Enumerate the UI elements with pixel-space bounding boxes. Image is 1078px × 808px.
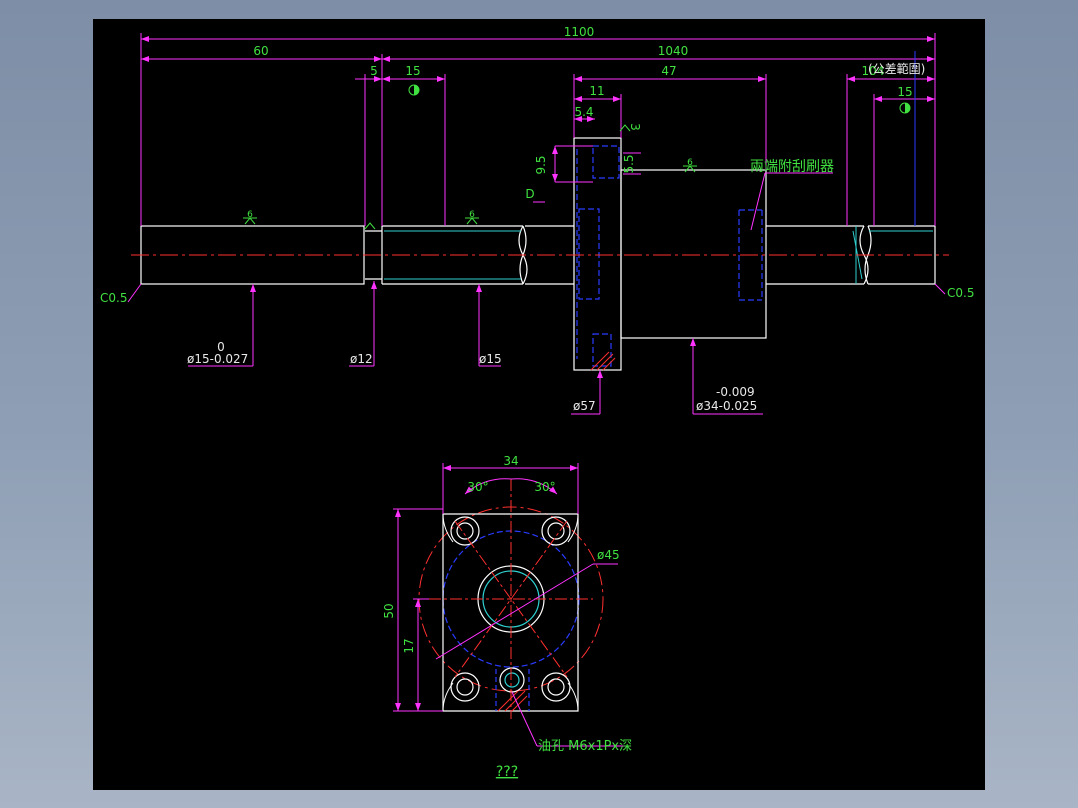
flange-section-view: [418, 479, 604, 719]
angle-left: 30°: [467, 480, 488, 494]
roughness-symbols: [243, 124, 697, 230]
oil-hole-label: 油孔 M6x1Px深: [538, 739, 632, 754]
chamfer-left: C0.5: [100, 291, 127, 305]
dim-15: 15: [405, 64, 420, 78]
shaft-cyan-edges: [384, 226, 933, 284]
half-circle-icons: [408, 84, 911, 114]
dim-104: 104: [862, 64, 885, 78]
wiper-label: 兩端附刮刷器: [750, 159, 834, 175]
dim-1100: 1100: [564, 25, 595, 39]
dim-3: 3: [628, 123, 642, 131]
dia-34: ø34-0.025: [696, 399, 757, 413]
svg-text:6: 6: [687, 158, 693, 168]
roughness-values: 6 6 6: [247, 158, 693, 220]
section-labels: 34 30° 30° 50 17 ø45 油孔 M6x1Px深 ???: [382, 454, 632, 780]
chamfer-right: C0.5: [947, 286, 974, 300]
dia-shaft-tol: 0: [217, 340, 225, 354]
datum-d: D: [525, 187, 534, 201]
dim-5-4: 5.4: [574, 105, 593, 119]
dia-34-upper: -0.009: [716, 385, 755, 399]
dim-5-5: 5.5: [622, 154, 636, 173]
dia-15: ø15: [479, 352, 502, 366]
pcd-45: ø45: [597, 548, 620, 562]
dia-57: ø57: [573, 399, 596, 413]
dim-34: 34: [503, 454, 518, 468]
dim-50: 50: [382, 603, 396, 618]
dim-right-15: 15: [897, 85, 912, 99]
dim-9-5: 9.5: [534, 155, 548, 174]
ball-screw-drawing: 1100 60 1040 5 15 47 11 5.4 3 9.5 5.5 10…: [100, 25, 974, 780]
dim-60: 60: [253, 44, 268, 58]
dim-5: 5: [370, 64, 378, 78]
angle-right: 30°: [534, 480, 555, 494]
drawing-caption: ???: [496, 764, 518, 780]
svg-text:6: 6: [247, 210, 253, 220]
dimension-lines: [127, 33, 946, 415]
svg-text:6: 6: [469, 210, 475, 220]
dim-17: 17: [402, 638, 416, 653]
section-dimensions: [393, 463, 631, 747]
tolerance-note: (公差範圍): [868, 61, 925, 76]
cad-drawing-area: 1100 60 1040 5 15 47 11 5.4 3 9.5 5.5 10…: [93, 19, 985, 790]
dim-47: 47: [661, 64, 676, 78]
dia-12: ø12: [350, 352, 373, 366]
nut-hidden-lines: [576, 145, 763, 367]
dia-shaft: ø15-0.027: [187, 352, 248, 366]
dim-11: 11: [589, 84, 604, 98]
nut-hatching: [590, 351, 616, 371]
top-view-labels: 1100 60 1040 5 15 47 11 5.4 3 9.5 5.5 10…: [100, 25, 974, 413]
dim-1040: 1040: [658, 44, 689, 58]
